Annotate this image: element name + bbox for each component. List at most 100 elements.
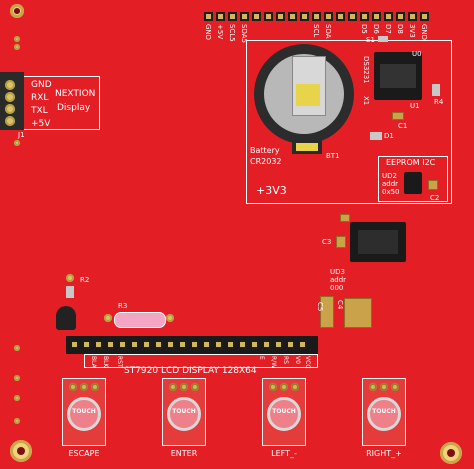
c2-ref: C2: [430, 194, 440, 202]
rtc-module-outline: [246, 40, 452, 204]
ud3-chip: [350, 222, 406, 262]
header-label: SCL: [312, 24, 320, 38]
eeprom-addr: addr: [382, 180, 399, 188]
nextion-title-2: Display: [57, 103, 91, 113]
lcd-pin-vcc: VCC: [304, 356, 311, 369]
lcd-header: [66, 336, 318, 354]
right-touch-text: TOUCH: [372, 408, 396, 415]
eeprom-hex: 0x50: [382, 188, 400, 196]
header-label: SDA: [324, 24, 332, 39]
battery-label: Battery: [250, 146, 280, 155]
ud3-ref: UD3: [330, 268, 345, 276]
c1-capacitor: [392, 112, 404, 120]
header-label: D6: [372, 24, 380, 34]
header-label: D5: [360, 24, 368, 34]
top-header-pins: [204, 12, 444, 22]
r2-resistor: [66, 286, 74, 298]
top-header-labels: GND +5V SCL5 SDA5 SCL SDA D5 D6 D7 D8 3V…: [200, 24, 440, 54]
via: [14, 395, 20, 401]
c4-large-capacitor: [344, 298, 372, 328]
via: [14, 345, 20, 351]
nextion-connector: [0, 72, 24, 130]
via: [14, 44, 20, 50]
via: [14, 418, 20, 424]
nextion-pin-rxl: RXL: [31, 93, 49, 103]
lcd-pin-e: E: [258, 356, 265, 360]
c1-ref: C1: [398, 122, 408, 130]
c2-capacitor: [428, 180, 438, 190]
battery-clip: [292, 140, 322, 154]
nextion-title-1: NEXTION: [55, 89, 96, 99]
eeprom-chip: [404, 172, 422, 194]
r3-pad-right: [166, 314, 174, 322]
via: [14, 375, 20, 381]
ds3231-chip: [374, 52, 422, 100]
enter-touch-text: TOUCH: [172, 408, 196, 415]
transistor: [56, 306, 76, 330]
ud3-addr-val: 000: [330, 284, 344, 292]
escape-touch-text: TOUCH: [72, 408, 96, 415]
header-label: SDA5: [240, 24, 248, 43]
battery-holder: [254, 44, 354, 144]
d1-diode: [370, 132, 382, 140]
u0-ref: U0: [412, 50, 422, 58]
header-label: GND: [204, 24, 212, 41]
eeprom-outline: [378, 156, 448, 202]
mounting-hole-bottom-left: [10, 440, 32, 462]
lcd-pin-blk: BLK: [102, 356, 109, 368]
enter-touch-button[interactable]: TOUCH: [162, 378, 206, 446]
r3-resistor: [114, 312, 166, 328]
r2-ref: R2: [80, 276, 90, 284]
c4-ref: C4: [336, 300, 344, 310]
lcd-pin-bla: BLA: [90, 356, 97, 368]
lcd-pin-rs: RS: [282, 356, 289, 364]
eeprom-ud2: UD2: [382, 172, 397, 180]
ds3231-ref: U1: [410, 102, 420, 110]
c5-ref: C5: [316, 302, 324, 312]
battery-model: CR2032: [250, 157, 282, 166]
nextion-pin-5v: +5V: [31, 119, 51, 129]
header-label: GND: [420, 24, 428, 41]
escape-touch-button[interactable]: TOUCH: [62, 378, 106, 446]
battery-ref: BT1: [326, 152, 340, 160]
right-label: RIGHT_+: [366, 449, 402, 458]
via: [14, 36, 20, 42]
header-label: D7: [384, 24, 392, 34]
r4-resistor: [432, 84, 440, 96]
nextion-pin-gnd: GND: [31, 80, 52, 90]
left-touch-button[interactable]: TOUCH: [262, 378, 306, 446]
nextion-ref: J1: [18, 131, 25, 139]
lcd-title: ST7920 LCD DISPLAY 128X64: [124, 366, 257, 376]
ud3-addr: addr: [330, 276, 347, 284]
mounting-hole-top-left: [10, 4, 24, 18]
header-label: D8: [396, 24, 404, 34]
header-label: +5V: [216, 24, 224, 40]
nextion-pin-txl: TXL: [31, 106, 48, 116]
left-touch-text: TOUCH: [272, 408, 296, 415]
enter-label: ENTER: [170, 449, 198, 458]
r4-ref: R4: [434, 98, 444, 106]
r3-pad-left: [104, 314, 112, 322]
c4-capacitor: [340, 214, 350, 222]
escape-label: ESCAPE: [68, 449, 100, 458]
header-label: SCL5: [228, 24, 236, 42]
c5-capacitor: [320, 296, 334, 328]
lcd-pin-v0: V0: [294, 356, 301, 364]
rail-3v3: +3V3: [256, 184, 287, 197]
d1-ref: D1: [384, 132, 394, 140]
ds3231-label: DS3231: [362, 56, 370, 84]
s1-part: [378, 36, 388, 42]
s1-ref: S1: [366, 36, 375, 44]
left-label: LEFT_-: [271, 449, 297, 458]
r3-ref: R3: [118, 302, 128, 310]
mounting-hole-bottom-right: [440, 442, 462, 464]
via: [14, 140, 20, 146]
right-touch-button[interactable]: TOUCH: [362, 378, 406, 446]
eeprom-title: EEPROM I2C: [386, 158, 436, 167]
lcd-outline: [84, 354, 318, 368]
header-label: 3V3: [408, 24, 416, 38]
lcd-pin-rst: RST: [116, 356, 123, 368]
lcd-pin-rw: R/W: [270, 356, 277, 369]
x1-ref: X1: [362, 96, 370, 106]
